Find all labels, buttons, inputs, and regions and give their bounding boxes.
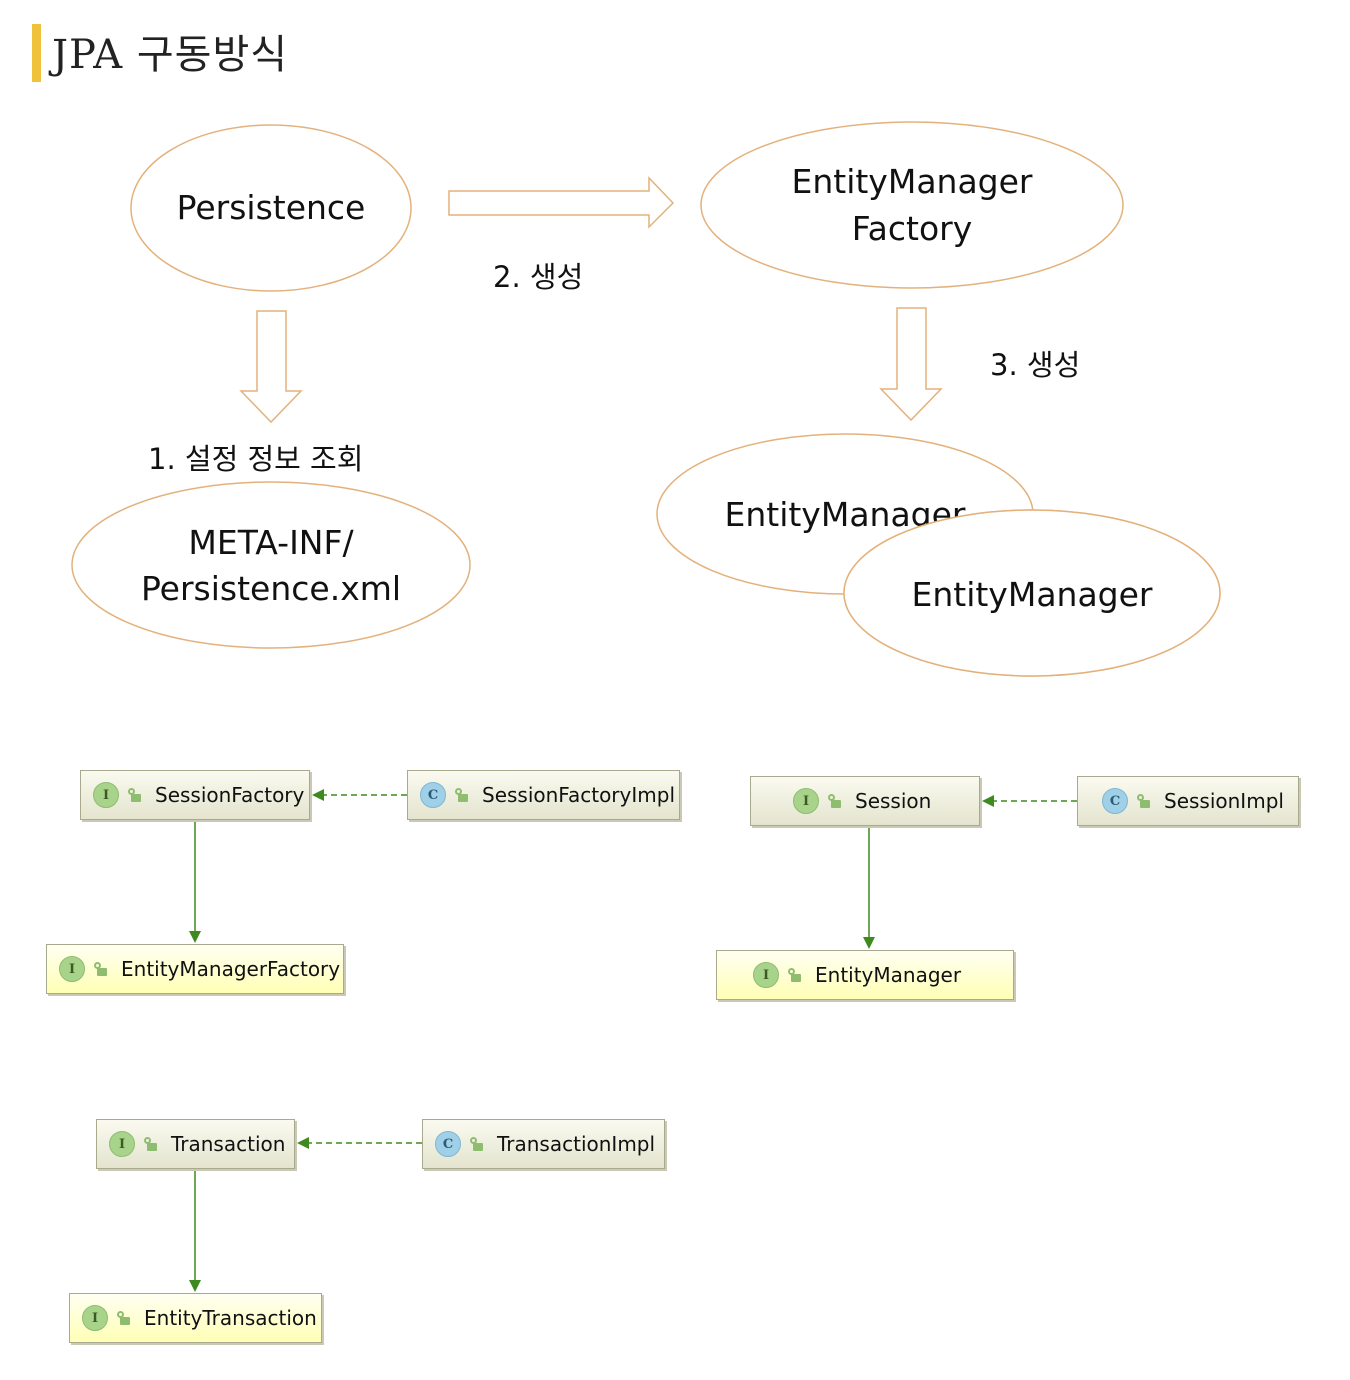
lock-icon (827, 794, 841, 808)
emf-ellipse (700, 121, 1124, 289)
emf-label-line1: EntityManager (791, 162, 1033, 201)
class-box-session-factory[interactable]: I SessionFactory (80, 770, 310, 820)
class-name: EntityManager (815, 963, 962, 987)
arrow-down-block-left (239, 310, 303, 424)
meta-inf-label-line1: META-INF/ (188, 523, 354, 562)
title-accent-bar (32, 24, 41, 82)
interface-badge-icon: I (93, 782, 119, 808)
interface-badge-icon: I (59, 956, 85, 982)
arrow-down-block-right (879, 307, 943, 422)
page-title: JPA 구동방식 (52, 32, 289, 78)
class-name: SessionImpl (1164, 789, 1284, 813)
persistence-label: Persistence (176, 188, 366, 227)
class-box-session-factory-impl[interactable]: C SessionFactoryImpl (407, 770, 680, 820)
lock-icon (454, 788, 468, 802)
class-badge-icon: C (1102, 788, 1128, 814)
interface-badge-icon: I (793, 788, 819, 814)
step2-label: 2. 생성 (493, 260, 584, 294)
entity-manager-front-label: EntityManager (911, 575, 1153, 614)
lock-icon (1136, 794, 1150, 808)
class-name: Session (855, 789, 932, 813)
class-name: EntityTransaction (144, 1306, 317, 1330)
entity-manager-back-label: EntityManager (724, 495, 966, 534)
class-name: EntityManagerFactory (121, 957, 341, 981)
meta-inf-label-line2: Persistence.xml (140, 569, 402, 608)
class-box-entity-transaction[interactable]: I EntityTransaction (69, 1293, 322, 1343)
emf-label-line2: Factory (851, 209, 973, 248)
lock-icon (787, 968, 801, 982)
lock-icon (116, 1311, 130, 1325)
step3-label: 3. 생성 (990, 348, 1081, 382)
interface-badge-icon: I (109, 1131, 135, 1157)
class-box-transaction-impl[interactable]: C TransactionImpl (422, 1119, 665, 1169)
lock-icon (127, 788, 141, 802)
class-name: SessionFactory (155, 783, 305, 807)
lock-icon (469, 1137, 483, 1151)
class-box-entity-manager[interactable]: I EntityManager (716, 950, 1014, 1000)
persistence-ellipse (130, 124, 412, 292)
class-badge-icon: C (420, 782, 446, 808)
lock-icon (143, 1137, 157, 1151)
class-name: SessionFactoryImpl (482, 783, 675, 807)
interface-badge-icon: I (753, 962, 779, 988)
class-box-entity-manager-factory[interactable]: I EntityManagerFactory (46, 944, 344, 994)
lock-icon (93, 962, 107, 976)
class-box-transaction[interactable]: I Transaction (96, 1119, 295, 1169)
class-box-session[interactable]: I Session (750, 776, 980, 826)
class-name: Transaction (171, 1132, 286, 1156)
arrow-right-block (448, 176, 675, 229)
meta-inf-ellipse (71, 481, 471, 649)
class-badge-icon: C (435, 1131, 461, 1157)
step1-label: 1. 설정 정보 조회 (148, 442, 364, 476)
class-box-session-impl[interactable]: C SessionImpl (1077, 776, 1299, 826)
interface-badge-icon: I (82, 1305, 108, 1331)
class-name: TransactionImpl (497, 1132, 656, 1156)
